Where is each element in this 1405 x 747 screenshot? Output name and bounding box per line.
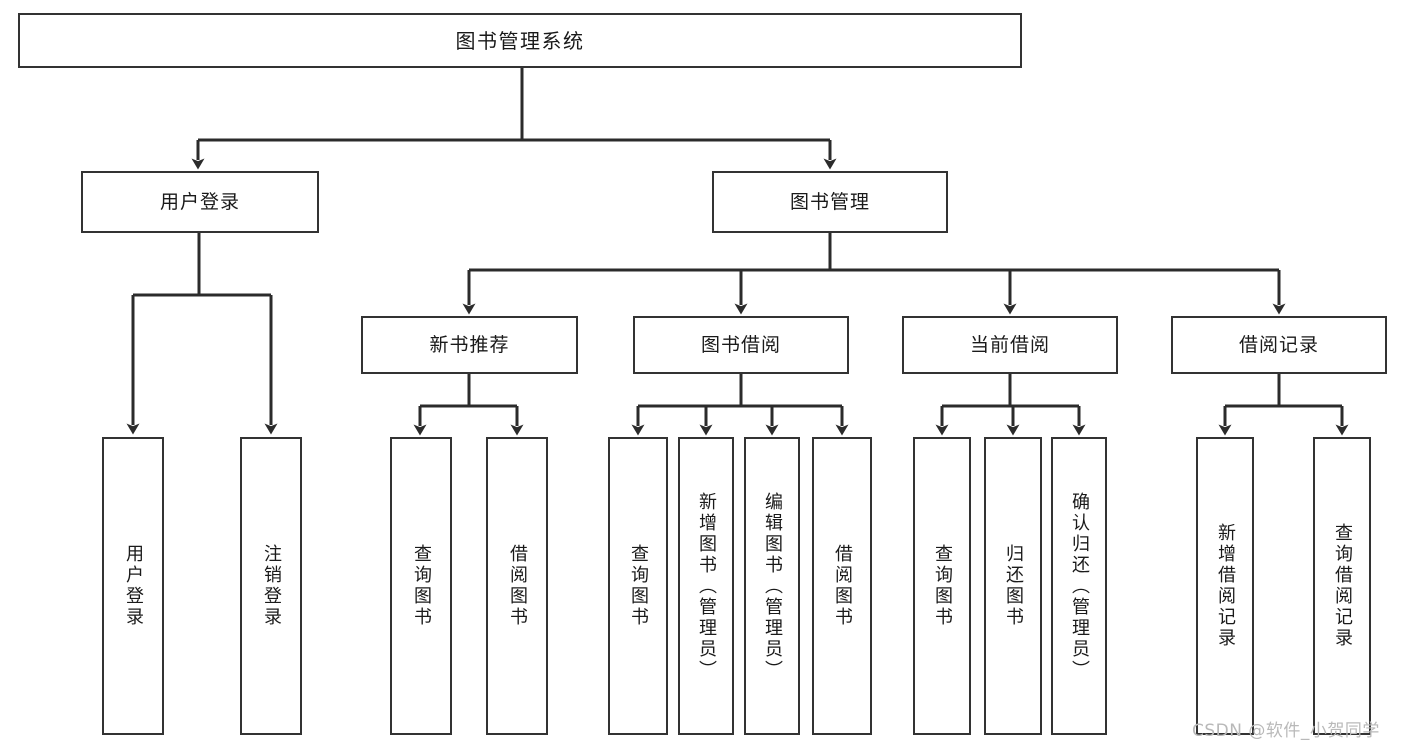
node-label: 借阅记录: [1238, 333, 1319, 356]
node-leaf-borrow-book-br[interactable]: 借阅图书: [812, 437, 872, 735]
node-label: 归还图书: [1003, 544, 1024, 628]
node-leaf-return-book[interactable]: 归还图书: [984, 437, 1042, 735]
node-label: 新增借阅记录: [1215, 523, 1236, 649]
node-label: 新书推荐: [429, 333, 510, 356]
node-label: 借阅图书: [507, 544, 528, 628]
node-leaf-add-book[interactable]: 新增图书（管理员）: [678, 437, 734, 735]
node-book-borrow[interactable]: 图书借阅: [633, 316, 849, 374]
node-leaf-add-record[interactable]: 新增借阅记录: [1196, 437, 1254, 735]
node-label: 图书管理: [789, 190, 870, 213]
node-new-book-recommend[interactable]: 新书推荐: [361, 316, 578, 374]
node-label: 图书管理系统: [455, 28, 585, 53]
node-label: 注销登录: [261, 544, 282, 628]
csdn-watermark: CSDN @软件_小贺同学: [1192, 721, 1380, 741]
node-label: 查询图书: [411, 544, 432, 628]
node-label: 查询图书: [932, 544, 953, 628]
node-leaf-query-book-rec[interactable]: 查询图书: [390, 437, 452, 735]
node-book-management[interactable]: 图书管理: [712, 171, 948, 233]
node-label: 当前借阅: [969, 333, 1050, 356]
node-leaf-user-login[interactable]: 用户登录: [102, 437, 164, 735]
node-label: 新增图书（管理员）: [696, 491, 717, 681]
node-leaf-query-book-br[interactable]: 查询图书: [608, 437, 668, 735]
node-label: 编辑图书（管理员）: [762, 491, 783, 681]
node-label: 查询图书: [628, 544, 649, 628]
node-leaf-borrow-book-rec[interactable]: 借阅图书: [486, 437, 548, 735]
node-label: 借阅图书: [832, 544, 853, 628]
node-user-login[interactable]: 用户登录: [81, 171, 319, 233]
node-borrow-record[interactable]: 借阅记录: [1171, 316, 1387, 374]
node-label: 用户登录: [159, 190, 240, 213]
node-root[interactable]: 图书管理系统: [18, 13, 1022, 68]
node-leaf-query-record[interactable]: 查询借阅记录: [1313, 437, 1371, 735]
node-label: 用户登录: [123, 544, 144, 628]
node-leaf-confirm-return[interactable]: 确认归还（管理员）: [1051, 437, 1107, 735]
node-current-borrow[interactable]: 当前借阅: [902, 316, 1118, 374]
node-label: 图书借阅: [700, 333, 781, 356]
node-label: 确认归还（管理员）: [1069, 491, 1090, 681]
node-leaf-query-book-cb[interactable]: 查询图书: [913, 437, 971, 735]
node-leaf-user-logout[interactable]: 注销登录: [240, 437, 302, 735]
node-label: 查询借阅记录: [1332, 523, 1353, 649]
node-leaf-edit-book[interactable]: 编辑图书（管理员）: [744, 437, 800, 735]
